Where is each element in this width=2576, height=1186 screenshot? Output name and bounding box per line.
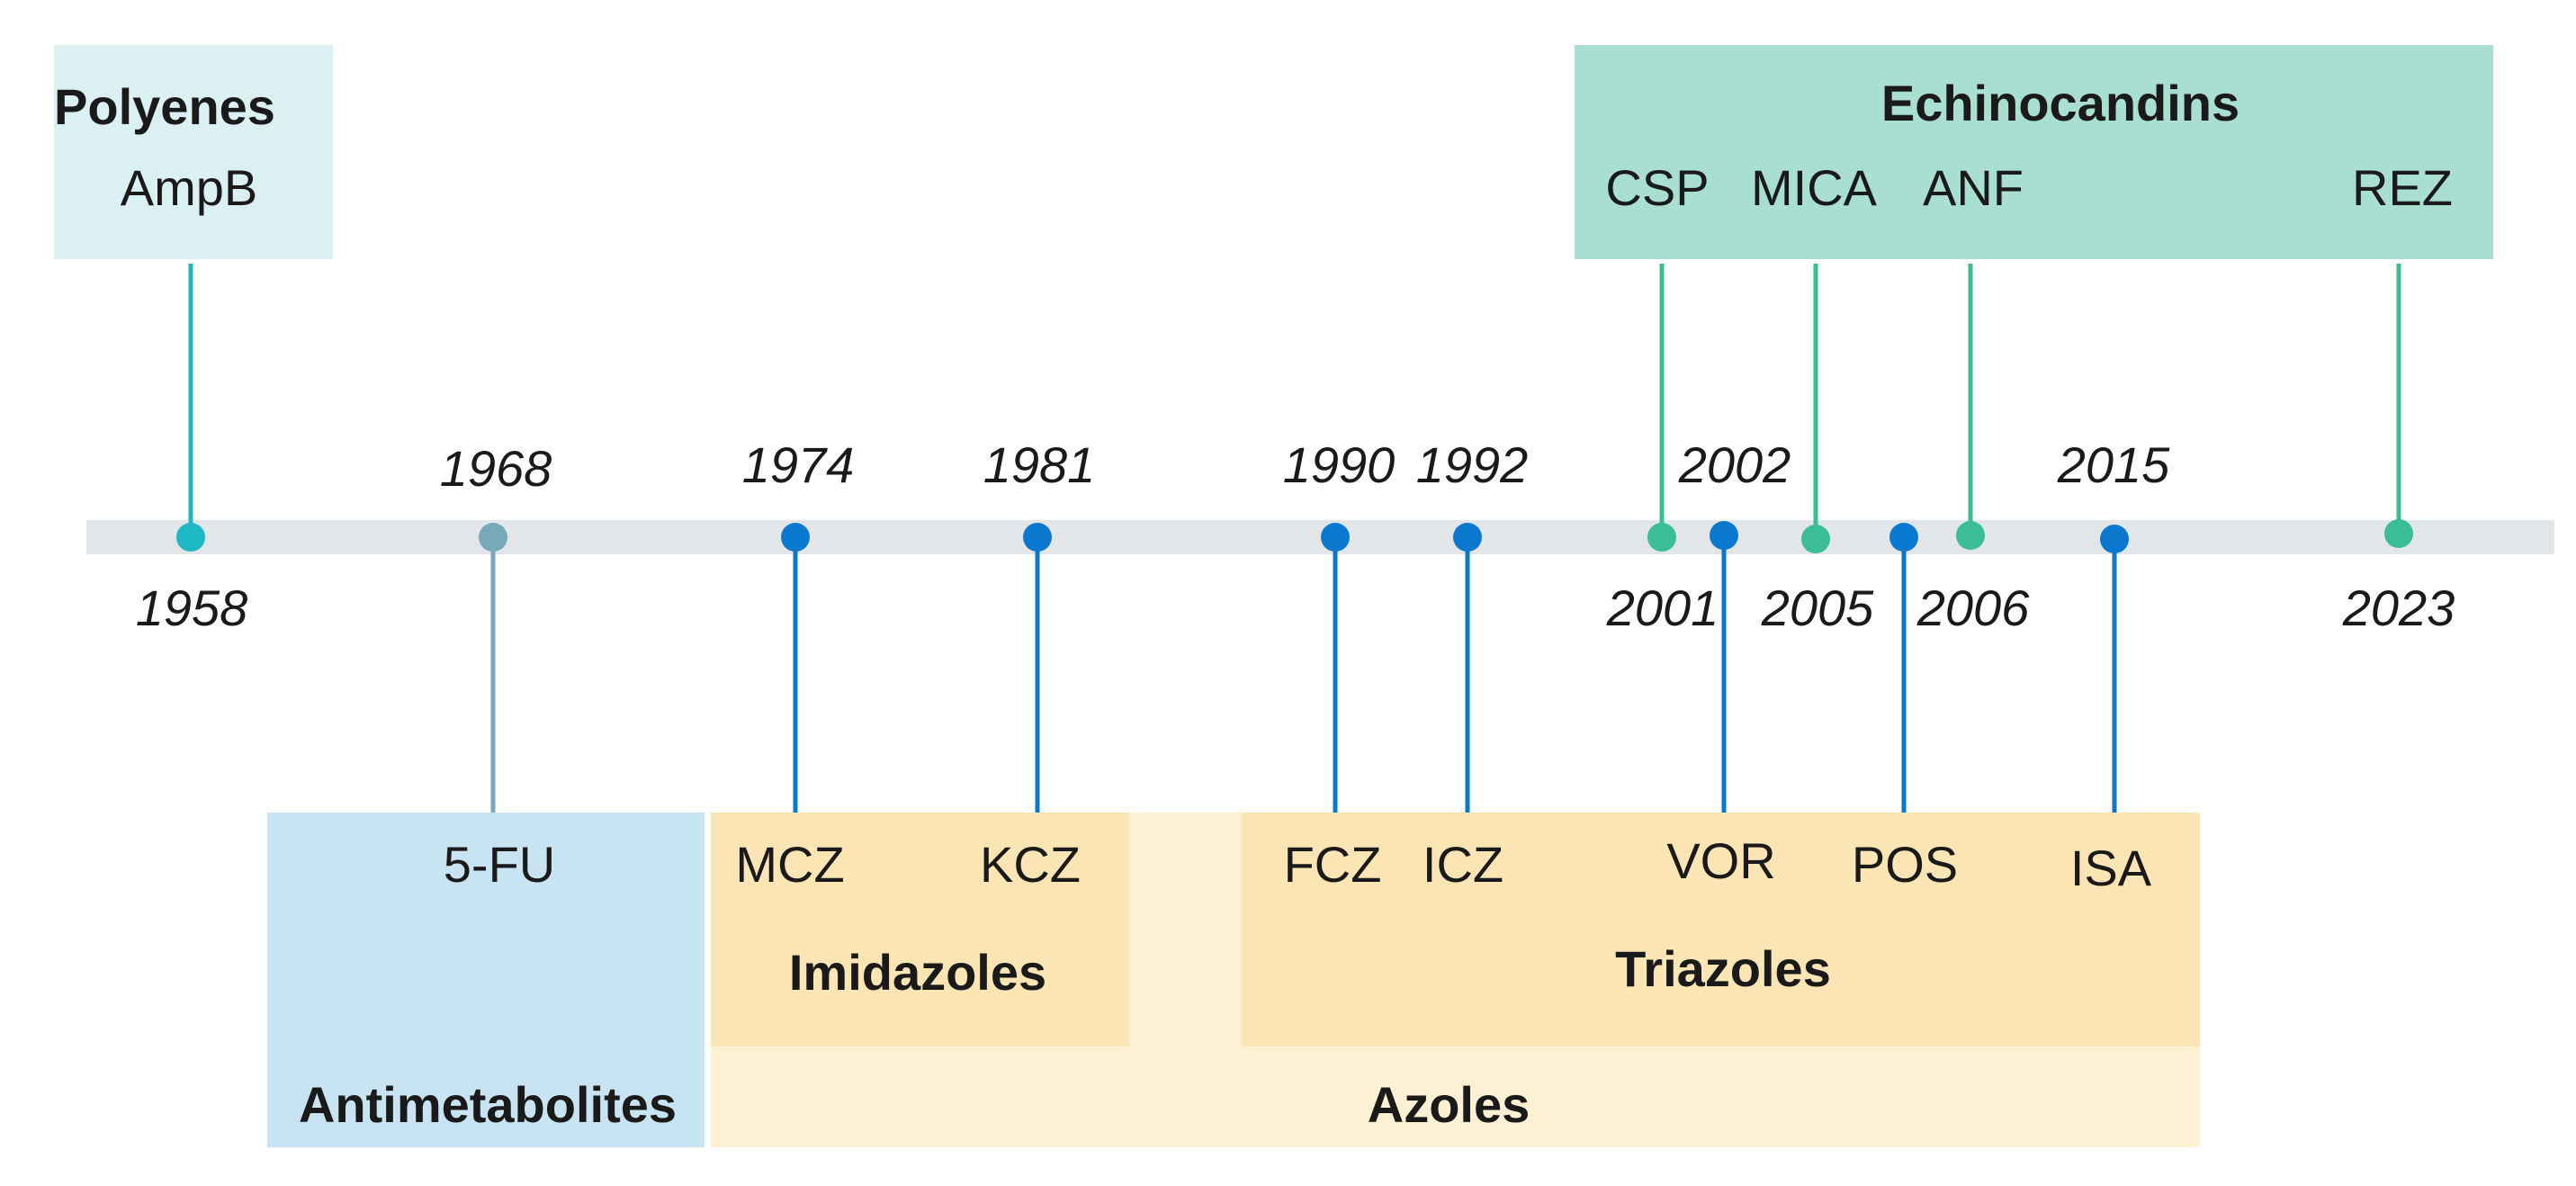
stem-5fu <box>490 537 496 813</box>
drug-label-kcz: KCZ <box>980 836 1081 893</box>
drug-label-mica: MICA <box>1751 159 1877 216</box>
stem-vor <box>1721 537 1727 813</box>
year-label-2005: 2005 <box>1761 580 1874 636</box>
group-title-antimetabolites: Antimetabolites <box>298 1076 678 1133</box>
stem-csp <box>1659 264 1665 537</box>
dot-fcz <box>1321 523 1350 552</box>
dot-mica <box>1801 525 1830 553</box>
dot-ampb <box>176 523 205 552</box>
stem-kcz <box>1035 537 1040 813</box>
stem-isa <box>2112 537 2117 813</box>
year-label-1974: 1974 <box>741 436 855 493</box>
dot-vor <box>1710 521 1738 550</box>
dot-rez <box>2384 519 2413 548</box>
stem-anf <box>1968 264 1973 537</box>
triazoles-box <box>1242 813 2200 1047</box>
drug-label-anf: ANF <box>1923 159 2024 216</box>
dot-icz <box>1453 523 1482 552</box>
year-label-2001: 2001 <box>1606 580 1719 636</box>
stem-mica <box>1813 264 1818 537</box>
stem-ampb <box>188 264 193 537</box>
drug-label-vor: VOR <box>1666 832 1776 889</box>
year-label-1958: 1958 <box>135 580 248 636</box>
dot-5fu <box>479 523 507 552</box>
drug-label-mcz: MCZ <box>735 836 845 893</box>
stem-mcz <box>793 537 798 813</box>
dot-pos <box>1889 523 1918 552</box>
group-title-imidazoles: Imidazoles <box>788 944 1047 1001</box>
stem-icz <box>1465 537 1470 813</box>
year-label-1968: 1968 <box>439 440 552 497</box>
year-label-2023: 2023 <box>2342 580 2455 636</box>
group-title-azoles: Azoles <box>1367 1076 1530 1133</box>
stem-pos <box>1901 537 1907 813</box>
dot-anf <box>1956 521 1985 550</box>
drug-label-pos: POS <box>1851 836 1959 893</box>
drug-label-5fu: 5-FU <box>443 836 556 893</box>
year-label-2006: 2006 <box>1916 580 2030 636</box>
drug-label-ampb: AmpB <box>120 159 258 216</box>
stem-rez <box>2396 264 2401 537</box>
year-label-2002: 2002 <box>1678 436 1791 493</box>
dot-csp <box>1647 523 1676 552</box>
year-label-1992: 1992 <box>1415 436 1529 493</box>
drug-label-fcz: FCZ <box>1283 836 1382 893</box>
dot-kcz <box>1023 523 1052 552</box>
group-title-triazoles: Triazoles <box>1615 940 1831 997</box>
group-title-polyenes: Polyenes <box>54 78 275 135</box>
drug-label-rez: REZ <box>2352 159 2453 216</box>
drug-label-csp: CSP <box>1605 159 1710 216</box>
year-label-2015: 2015 <box>2057 436 2170 493</box>
polyenes-box <box>54 45 333 259</box>
dot-mcz <box>781 523 810 552</box>
year-label-1990: 1990 <box>1282 436 1396 493</box>
antimetabolites-box <box>267 813 705 1147</box>
year-label-1981: 1981 <box>983 436 1096 493</box>
drug-label-isa: ISA <box>2069 840 2152 896</box>
imidazoles-box <box>711 813 1129 1047</box>
drug-label-icz: ICZ <box>1422 836 1504 893</box>
stem-fcz <box>1333 537 1338 813</box>
group-title-echinocandins: Echinocandins <box>1880 75 2240 131</box>
dot-isa <box>2100 525 2129 553</box>
echinocandins-box <box>1575 45 2493 259</box>
